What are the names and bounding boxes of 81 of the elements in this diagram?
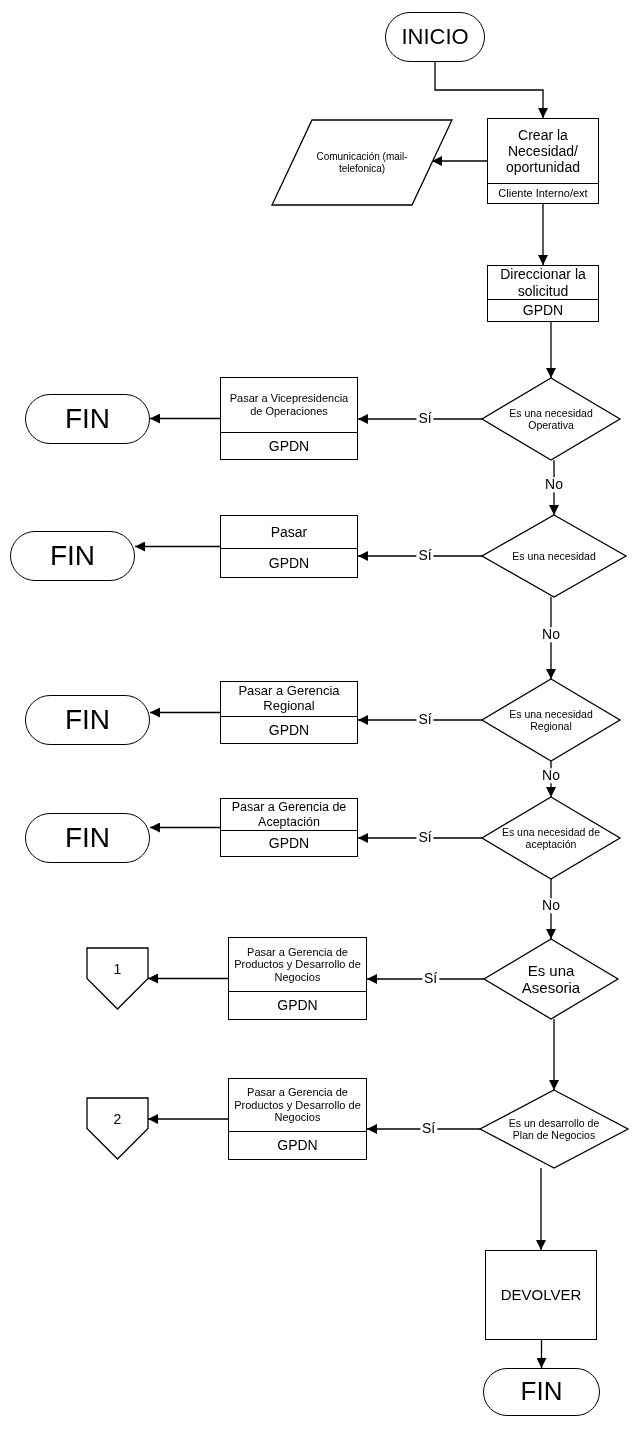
terminator xyxy=(25,695,150,745)
box-title: Pasar xyxy=(269,522,309,542)
arrow xyxy=(357,551,483,561)
arrow xyxy=(549,1018,559,1091)
responsible-label: GPDN xyxy=(229,1131,366,1159)
node-text: Es una Asesoria xyxy=(520,961,582,997)
responsible-label: GPDN xyxy=(221,830,357,856)
arrow xyxy=(357,414,483,424)
responsible-label: GPDN xyxy=(221,548,357,577)
responsible-label: GPDN xyxy=(488,299,598,321)
process-box xyxy=(487,265,599,322)
arrow xyxy=(357,833,483,843)
arrow xyxy=(546,321,556,379)
responsible-label: GPDN xyxy=(221,716,357,743)
node-text: 1 xyxy=(113,961,122,978)
process-box xyxy=(228,937,367,1020)
arrow xyxy=(149,413,221,424)
arrow xyxy=(357,715,483,725)
responsible-label: Cliente Interno/ext xyxy=(488,183,598,203)
node-text: Es una necesidad xyxy=(512,549,596,563)
node-text: FIN xyxy=(520,1377,563,1407)
node-text: Es una necesidad Operativa xyxy=(508,406,594,432)
edge-label: No xyxy=(540,898,562,914)
input-output-shape xyxy=(272,120,452,205)
off-page-connector xyxy=(87,1098,148,1159)
terminator xyxy=(385,12,485,62)
decision-diamond xyxy=(482,679,620,761)
terminator xyxy=(483,1368,600,1416)
process-box xyxy=(485,1250,597,1340)
decision-diamond xyxy=(482,378,620,460)
terminator xyxy=(10,531,135,581)
process-box xyxy=(220,798,358,857)
node-text: Es una necesidad Regional xyxy=(508,707,594,733)
decision-diamond xyxy=(482,515,626,597)
terminator xyxy=(25,813,150,863)
arrow xyxy=(536,1167,546,1251)
box-title: Pasar a Gerencia de Aceptación xyxy=(230,799,348,830)
edge-label: No xyxy=(543,476,565,493)
node-text: Es un desarrollo de Plan de Negocios xyxy=(507,1116,601,1142)
box-title: Crear la Necesidad/ oportunidad xyxy=(505,125,581,178)
terminator xyxy=(25,394,150,444)
decision-diamond xyxy=(484,939,618,1019)
responsible-label: GPDN xyxy=(229,991,366,1019)
box-title: Pasar a Gerencia de Productos y Desarrollo de Negocios xyxy=(233,1085,362,1126)
node-text: FIN xyxy=(64,402,111,436)
arrow xyxy=(149,822,221,833)
edge-label: No xyxy=(540,627,562,643)
arrow xyxy=(538,203,548,266)
node-text: FIN xyxy=(64,821,111,855)
box-title: Direccionar la solicitud xyxy=(499,266,587,299)
node-text: Comunicación (mail-telefonica) xyxy=(315,151,409,174)
node-text: INICIO xyxy=(401,24,469,50)
decision-diamond xyxy=(480,1090,628,1168)
responsible-label: GPDN xyxy=(221,432,357,459)
box-title: Pasar a Gerencia Regional xyxy=(237,682,341,715)
node-text: 2 xyxy=(113,1111,122,1128)
box-title: Pasar a Gerencia de Productos y Desarrollo de Negocios xyxy=(233,944,362,985)
node-text: DEVOLVER xyxy=(500,1286,582,1304)
process-box xyxy=(220,681,358,744)
arrow xyxy=(149,707,221,718)
arrow xyxy=(546,760,556,798)
arrow xyxy=(536,1339,547,1369)
node-text: FIN xyxy=(49,539,96,573)
arrow xyxy=(366,1124,481,1134)
box-title: Pasar a Vicepresidencia de Operaciones xyxy=(228,391,350,419)
edge-label: No xyxy=(540,768,562,784)
process-box xyxy=(220,515,358,578)
arrow xyxy=(434,61,548,119)
arrow xyxy=(546,596,556,680)
decision-diamond xyxy=(482,797,620,879)
arrow xyxy=(134,541,221,552)
process-box xyxy=(228,1078,367,1160)
off-page-connector xyxy=(87,948,148,1009)
arrow xyxy=(546,878,556,940)
process-box xyxy=(220,377,358,460)
arrow xyxy=(147,973,229,984)
arrow xyxy=(549,459,559,516)
node-text: FIN xyxy=(64,703,111,737)
arrow xyxy=(366,974,485,984)
process-box xyxy=(487,118,599,204)
node-text: Es una necesidad de aceptación xyxy=(501,825,601,851)
